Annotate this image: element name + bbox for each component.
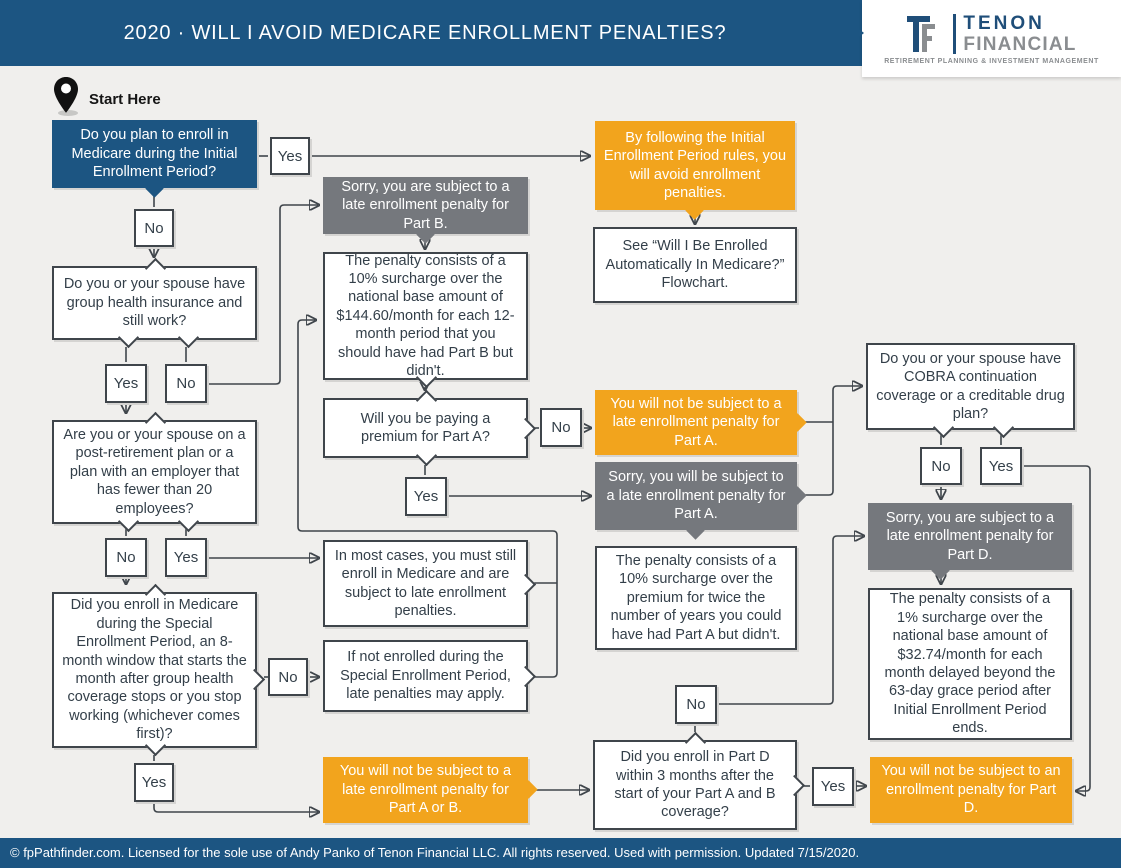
node-part-b-penalty-detail: The penalty consists of a 10% surcharge … [323, 252, 528, 389]
node-no-penalty-a-or-b-outcome: You will not be subject to a late enroll… [323, 757, 538, 823]
node-premium-part-a-question: Will you be paying a premium for Part A? [323, 389, 537, 467]
decision-label: Yes [413, 488, 439, 505]
decision-yes-part-d: Yes [812, 767, 854, 806]
footer-bar: © fpPathfinder.com. Licensed for the sol… [0, 838, 1121, 868]
node-part-d-enrollment-question: Did you enroll in Part D within 3 months… [593, 731, 806, 830]
node-text: Do you plan to enroll in Medicare during… [71, 127, 238, 181]
decision-no-post-retirement: No [105, 538, 147, 577]
decision-label: Yes [277, 147, 303, 165]
node-sorry-part-a-outcome: Sorry, you will be subject to a late enr… [595, 462, 807, 540]
node-text: In most cases, you must still enroll in … [334, 547, 517, 619]
node-text: The penalty consists of a 10% surcharge … [336, 252, 515, 380]
decision-label: No [144, 219, 164, 237]
start-here-label: Start Here [89, 91, 161, 108]
decision-label: No [116, 549, 136, 566]
logo-divider [953, 13, 957, 54]
decision-no-cobra: No [920, 447, 962, 485]
pin-shadow [58, 110, 78, 116]
decision-label: No [686, 696, 706, 713]
logo-panel: TENON FINANCIAL RETIREMENT PLANNING & IN… [862, 0, 1121, 77]
logo-tagline: RETIREMENT PLANNING & INVESTMENT MANAGEM… [884, 57, 1099, 65]
decision-label: Yes [141, 774, 167, 791]
decision-no-sep: No [268, 658, 308, 696]
decision-no-part-d: No [675, 685, 717, 724]
node-text: Will you be paying a premium for Part A? [360, 410, 491, 445]
decision-label: Yes [988, 457, 1014, 475]
node-text: See “Will I Be Enrolled Automatically In… [605, 238, 785, 292]
node-post-retirement-question: Are you or your spouse on a post-retirem… [52, 411, 257, 533]
node-text: Do you or your spouse have group health … [63, 276, 246, 330]
tenon-financial-mark-icon [907, 15, 936, 52]
node-if-not-enrolled-note: If not enrolled during the Special Enrol… [323, 640, 537, 712]
node-text: Sorry, you are subject to a late enrollm… [341, 178, 510, 232]
node-text: Sorry, you are subject to a late enrollm… [885, 509, 1055, 563]
node-part-a-penalty-detail: The penalty consists of a 10% surcharge … [595, 546, 797, 650]
node-text: You will not be subject to an enrollment… [881, 763, 1061, 817]
decision-label: No [278, 668, 298, 686]
node-avoid-penalties-outcome: By following the Initial Enrollment Peri… [595, 121, 795, 220]
node-no-penalty-part-a-outcome: You will not be subject to a late enroll… [595, 390, 807, 455]
decision-label: Yes [113, 375, 139, 392]
map-pin-icon [54, 77, 78, 113]
decision-yes-sep: Yes [134, 763, 174, 802]
decision-no-group-health: No [165, 364, 207, 403]
page-title: 2020 · WILL I AVOID MEDICARE ENROLLMENT … [123, 21, 727, 44]
decision-no-initial: No [134, 209, 174, 247]
decision-yes-cobra: Yes [980, 447, 1022, 485]
logo-name-line2: FINANCIAL [963, 33, 1077, 55]
node-group-health-question: Do you or your spouse have group health … [52, 257, 257, 349]
node-text: You will not be subject to a late enroll… [610, 395, 782, 449]
node-text: The penalty consists of a 10% surcharge … [610, 552, 782, 643]
node-see-flowchart-note: See “Will I Be Enrolled Automatically In… [593, 227, 797, 303]
decision-label: No [176, 375, 196, 392]
decision-yes-group-health: Yes [105, 364, 147, 403]
node-text: Did you enroll in Medicare during the Sp… [62, 597, 247, 743]
node-sorry-part-d-outcome: Sorry, you are subject to a late enrollm… [868, 503, 1072, 580]
footer-license-text: © fpPathfinder.com. Licensed for the sol… [10, 845, 860, 860]
decision-yes-premium-a: Yes [405, 477, 447, 516]
node-cobra-question: Do you or your spouse have COBRA continu… [866, 343, 1075, 439]
node-text: By following the Initial Enrollment Peri… [603, 129, 787, 201]
node-text: Did you enroll in Part D within 3 months… [614, 749, 776, 821]
decision-no-premium-a: No [540, 408, 582, 447]
node-text: Are you or your spouse on a post-retirem… [63, 426, 246, 517]
logo-name-line1: TENON [963, 12, 1045, 34]
decision-label: Yes [820, 778, 846, 795]
node-text: You will not be subject to a late enroll… [339, 763, 512, 817]
node-in-most-cases-note: In most cases, you must still enroll in … [323, 540, 537, 627]
header-arrow-icon [849, 21, 864, 45]
node-part-d-penalty-detail: The penalty consists of a 1% surcharge o… [868, 588, 1072, 740]
node-text: Do you or your spouse have COBRA continu… [876, 350, 1065, 422]
node-no-penalty-part-d-outcome: You will not be subject to an enrollment… [870, 757, 1072, 823]
decision-label: No [931, 457, 951, 475]
node-text: Sorry, you will be subject to a late enr… [606, 469, 786, 523]
node-text: If not enrolled during the Special Enrol… [340, 649, 511, 703]
decision-label: No [551, 419, 571, 436]
decision-yes-post-retirement: Yes [165, 538, 207, 577]
decision-yes-initial: Yes [270, 137, 310, 175]
node-initial-enrollment-question: Do you plan to enroll in Medicare during… [52, 120, 257, 198]
decision-label: Yes [173, 549, 199, 566]
node-special-enrollment-question: Did you enroll in Medicare during the Sp… [52, 583, 266, 757]
node-text: The penalty consists of a 1% surcharge o… [884, 591, 1056, 737]
node-sorry-part-b-outcome: Sorry, you are subject to a late enrollm… [323, 177, 528, 244]
